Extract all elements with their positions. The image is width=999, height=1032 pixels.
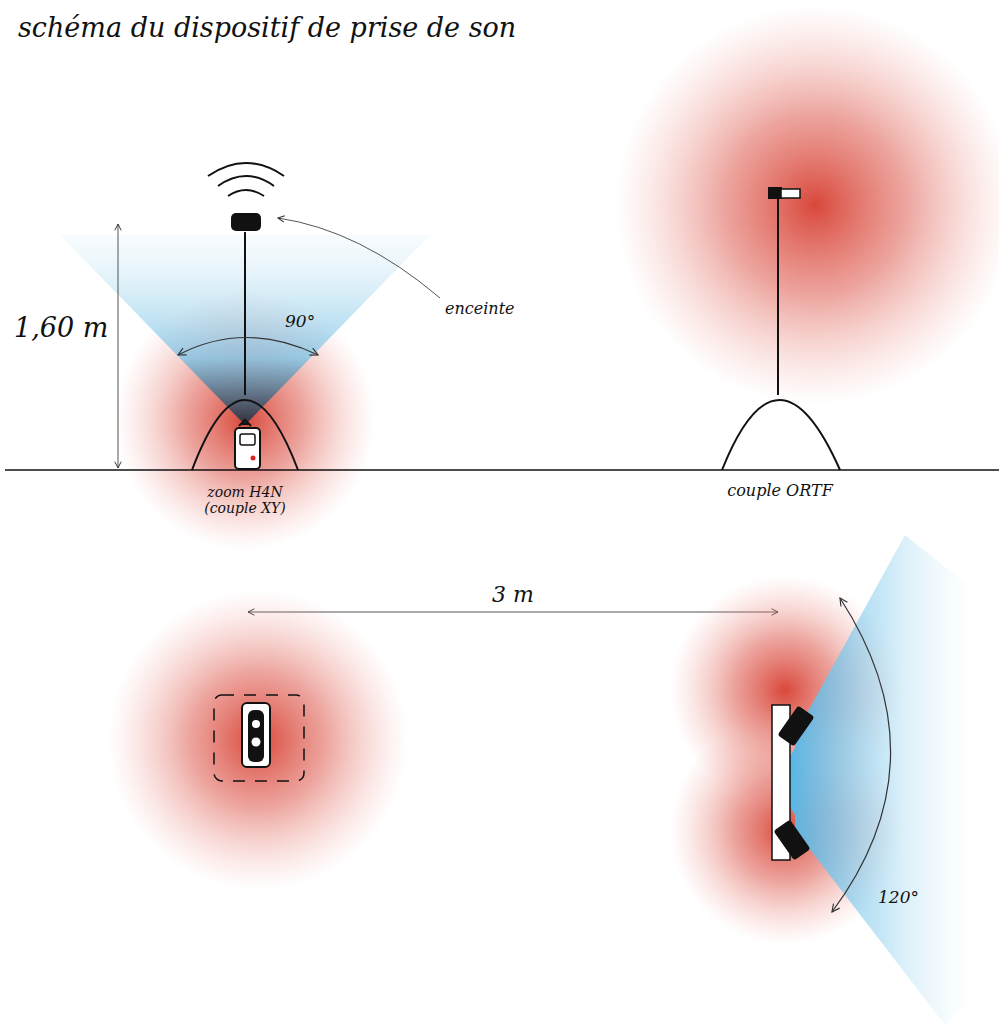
- speaker-pole: [244, 232, 246, 395]
- angle-arc: [832, 598, 891, 912]
- capsule: [252, 720, 260, 728]
- tripod: [722, 400, 840, 470]
- pickup-zone: [615, 5, 999, 405]
- xy-capsules: [248, 710, 264, 762]
- angle-label: 90°: [285, 312, 315, 332]
- pickup-zone: [108, 590, 408, 890]
- angle-arc: [178, 338, 318, 356]
- mic-bar: [768, 187, 782, 199]
- device-label: zoom H4N (couple XY): [195, 484, 295, 516]
- mic-pole: [777, 198, 779, 395]
- capsule: [252, 738, 261, 747]
- angle-label: 120°: [878, 888, 919, 908]
- zoom-recorder: [235, 428, 260, 469]
- pickup-angle: [795, 535, 968, 1025]
- dimension-label: 3 m: [492, 582, 534, 607]
- tripod: [192, 400, 298, 470]
- part-label: enceinte: [445, 300, 515, 318]
- tripod-footprint: [214, 695, 304, 781]
- microphone: [777, 706, 814, 747]
- dimension-label: 1,60 m: [14, 312, 108, 343]
- record-led: [251, 456, 256, 461]
- xy-capsules: [239, 420, 251, 426]
- sound-waves: [208, 163, 284, 196]
- microphone: [781, 189, 800, 198]
- speaker: [231, 213, 261, 231]
- title: schéma du dispositif de prise de son: [18, 12, 516, 43]
- leader-line: [278, 218, 440, 298]
- ground-line: [5, 469, 999, 471]
- zoom-recorder: [242, 703, 270, 767]
- device-label: couple ORTF: [727, 482, 832, 500]
- recorder-screen: [240, 434, 255, 445]
- height-dimension: [118, 224, 119, 468]
- microphone: [773, 820, 810, 861]
